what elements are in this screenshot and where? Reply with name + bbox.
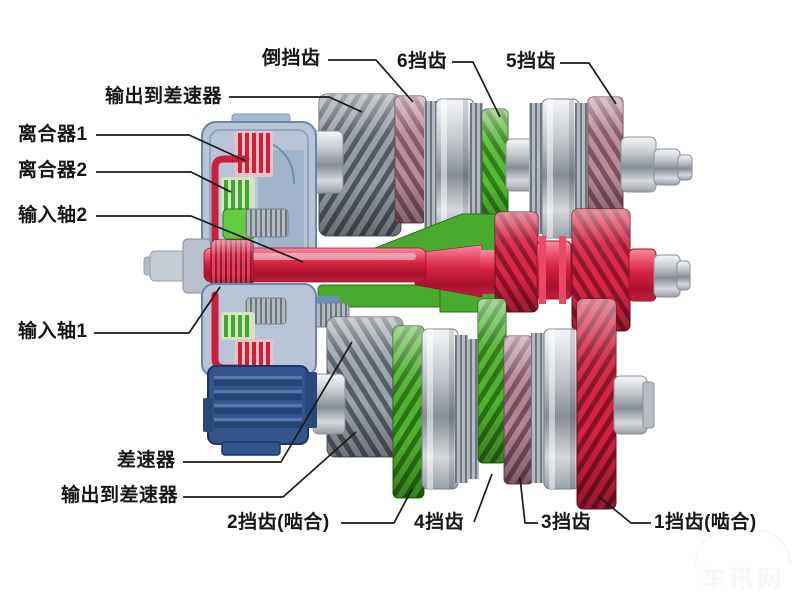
shaft-end-bottom [642,381,655,429]
callout-differential: 差速器 [117,450,176,471]
callout-gear-5: 5挡齿 [506,51,557,72]
upper-gear-train [310,93,693,239]
watermark-text: 车讯网 [701,566,785,593]
clutch-spring [245,208,289,238]
clutch-2-discs [224,180,249,212]
callout-gear-6: 6挡齿 [397,51,448,72]
differential-module [201,283,317,456]
shaft-end-middle [676,260,691,291]
callout-gear-4: 4挡齿 [414,512,465,533]
callout-reverse-gear: 倒挡齿 [262,48,321,69]
callout-output-to-differential-top: 输出到差速器 [105,86,223,107]
callout-gear-2: 2挡齿(啮合) [227,512,330,533]
callout-input-shaft-1: 输入轴1 [18,321,88,342]
input-shafts [143,208,691,332]
synchro-teeth [424,101,437,236]
callout-input-shaft-2: 输入轴2 [18,205,88,226]
shaft-end-top [677,154,693,181]
callout-leader-lines [94,59,651,524]
callout-clutch-1: 离合器1 [18,124,88,145]
lower-gear-train [297,296,655,510]
callout-gear-3: 3挡齿 [541,512,592,533]
callout-clutch-2: 离合器2 [18,160,88,181]
input-shaft-red [203,247,427,283]
clutch-1-discs [238,133,270,173]
callout-gear-1: 1挡齿(啮合) [654,512,757,533]
watermark: 车讯网 [694,528,792,594]
callout-output-to-differential-bottom: 输出到差速器 [61,485,179,506]
